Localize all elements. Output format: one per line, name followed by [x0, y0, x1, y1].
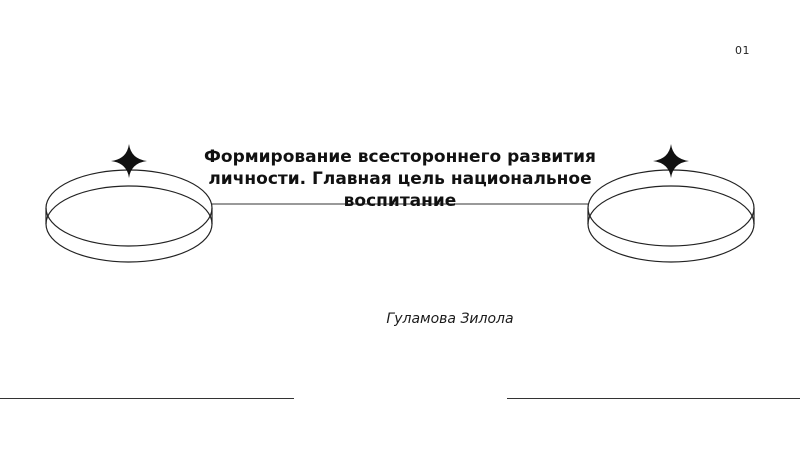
page-number: 01 — [735, 44, 750, 57]
bottom-right-rule — [507, 398, 800, 399]
right-star-icon — [653, 144, 689, 178]
author-name: Гуламова Зилола — [386, 311, 514, 327]
left-star-icon — [111, 144, 147, 178]
bottom-left-rule — [0, 398, 294, 399]
slide-title: Формирование всестороннего развития личн… — [204, 147, 596, 211]
